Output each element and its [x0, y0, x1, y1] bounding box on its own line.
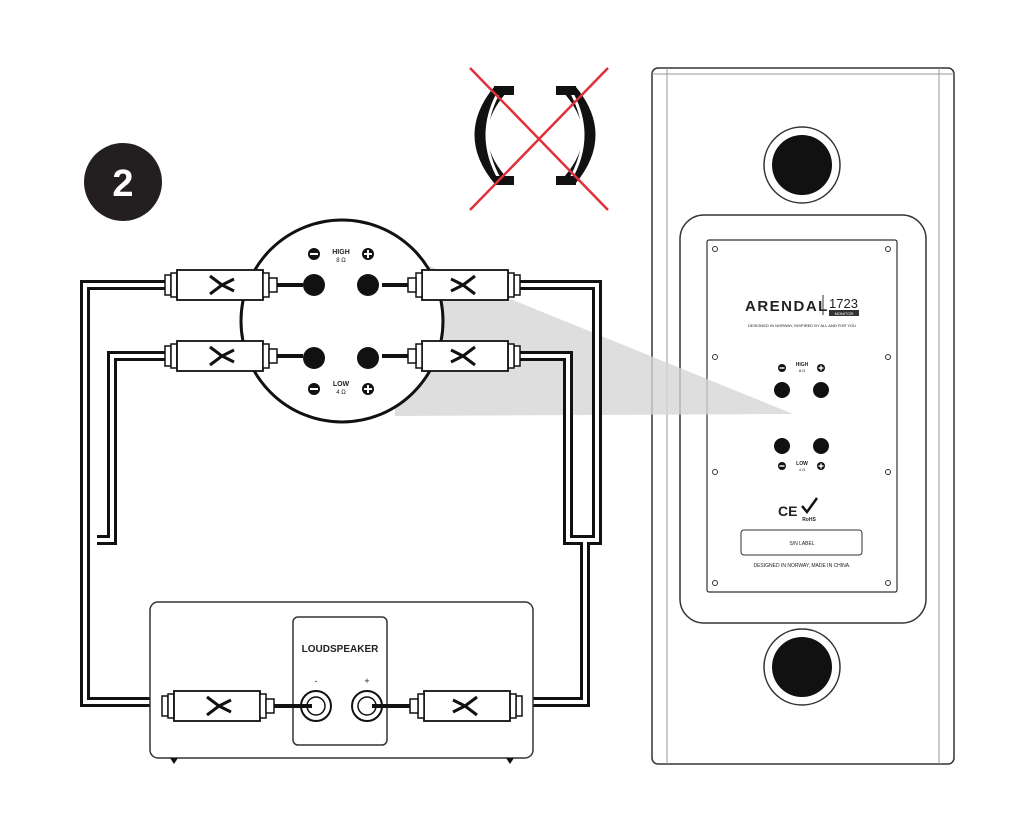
zoom-low-label: LOW	[333, 381, 350, 388]
step-number: 2	[112, 163, 133, 205]
low-minus-post	[303, 347, 325, 369]
banana-plug-icon	[372, 690, 523, 722]
zoom-high-label: HIGH	[332, 249, 350, 256]
high-plus-post	[357, 274, 379, 296]
zoom-low-impedance: 4 Ω	[336, 390, 346, 396]
high-minus-sign	[308, 248, 320, 260]
rohs-check-icon	[801, 497, 819, 515]
brand-tagline: DESIGNED IN NORWAY, INSPIRED BY ALL AND …	[748, 323, 856, 328]
zoom-high-impedance: 8 Ω	[336, 258, 346, 264]
model-subtitle: MONITOR	[835, 311, 854, 316]
banana-plug-icon	[382, 269, 521, 301]
step-badge-icon: 2	[84, 143, 162, 221]
high-minus-post	[303, 274, 325, 296]
banana-plug-icon	[382, 340, 521, 372]
speaker-driver-icon	[763, 628, 841, 706]
banana-plug-icon	[164, 269, 303, 301]
low-plus-sign	[362, 383, 374, 395]
panel-terminal-high: HIGH 8 Ω	[774, 362, 829, 398]
banana-plug-icon	[161, 690, 312, 722]
panel-low-impedance: 4 Ω	[799, 467, 805, 472]
amp-minus-label: -	[315, 676, 318, 686]
speaker-driver-icon	[763, 126, 841, 204]
terminal-zoom-detail: HIGH 8 Ω LOW 4 Ω	[239, 218, 445, 424]
brand-logo: ARENDAL	[745, 298, 829, 315]
amp-plus-label: +	[364, 676, 369, 686]
banana-plug-icon	[164, 340, 303, 372]
panel-high-impedance: 8 Ω	[799, 368, 805, 373]
cross-out-icon	[469, 67, 609, 211]
high-plus-sign	[362, 248, 374, 260]
panel-terminal-low: LOW 4 Ω	[774, 438, 829, 472]
amp-terminal-minus	[300, 690, 332, 722]
low-plus-post	[357, 347, 379, 369]
speaker-back-panel: ARENDAL 1723 MONITOR DESIGNED IN NORWAY,…	[651, 67, 955, 765]
panel-low-label: LOW	[796, 461, 808, 467]
model-number: 1723	[829, 296, 858, 311]
sn-label: S/N LABEL	[789, 541, 815, 547]
amplifier-title: LOUDSPEAKER	[302, 644, 379, 655]
origin-text: DESIGNED IN NORWAY, MADE IN CHINA.	[753, 563, 850, 569]
amplifier-unit: LOUDSPEAKER - +	[149, 601, 534, 764]
ce-mark-icon: CE	[778, 503, 797, 519]
rohs-label: RoHS	[802, 517, 816, 523]
low-minus-sign	[308, 383, 320, 395]
panel-high-label: HIGH	[796, 362, 809, 368]
